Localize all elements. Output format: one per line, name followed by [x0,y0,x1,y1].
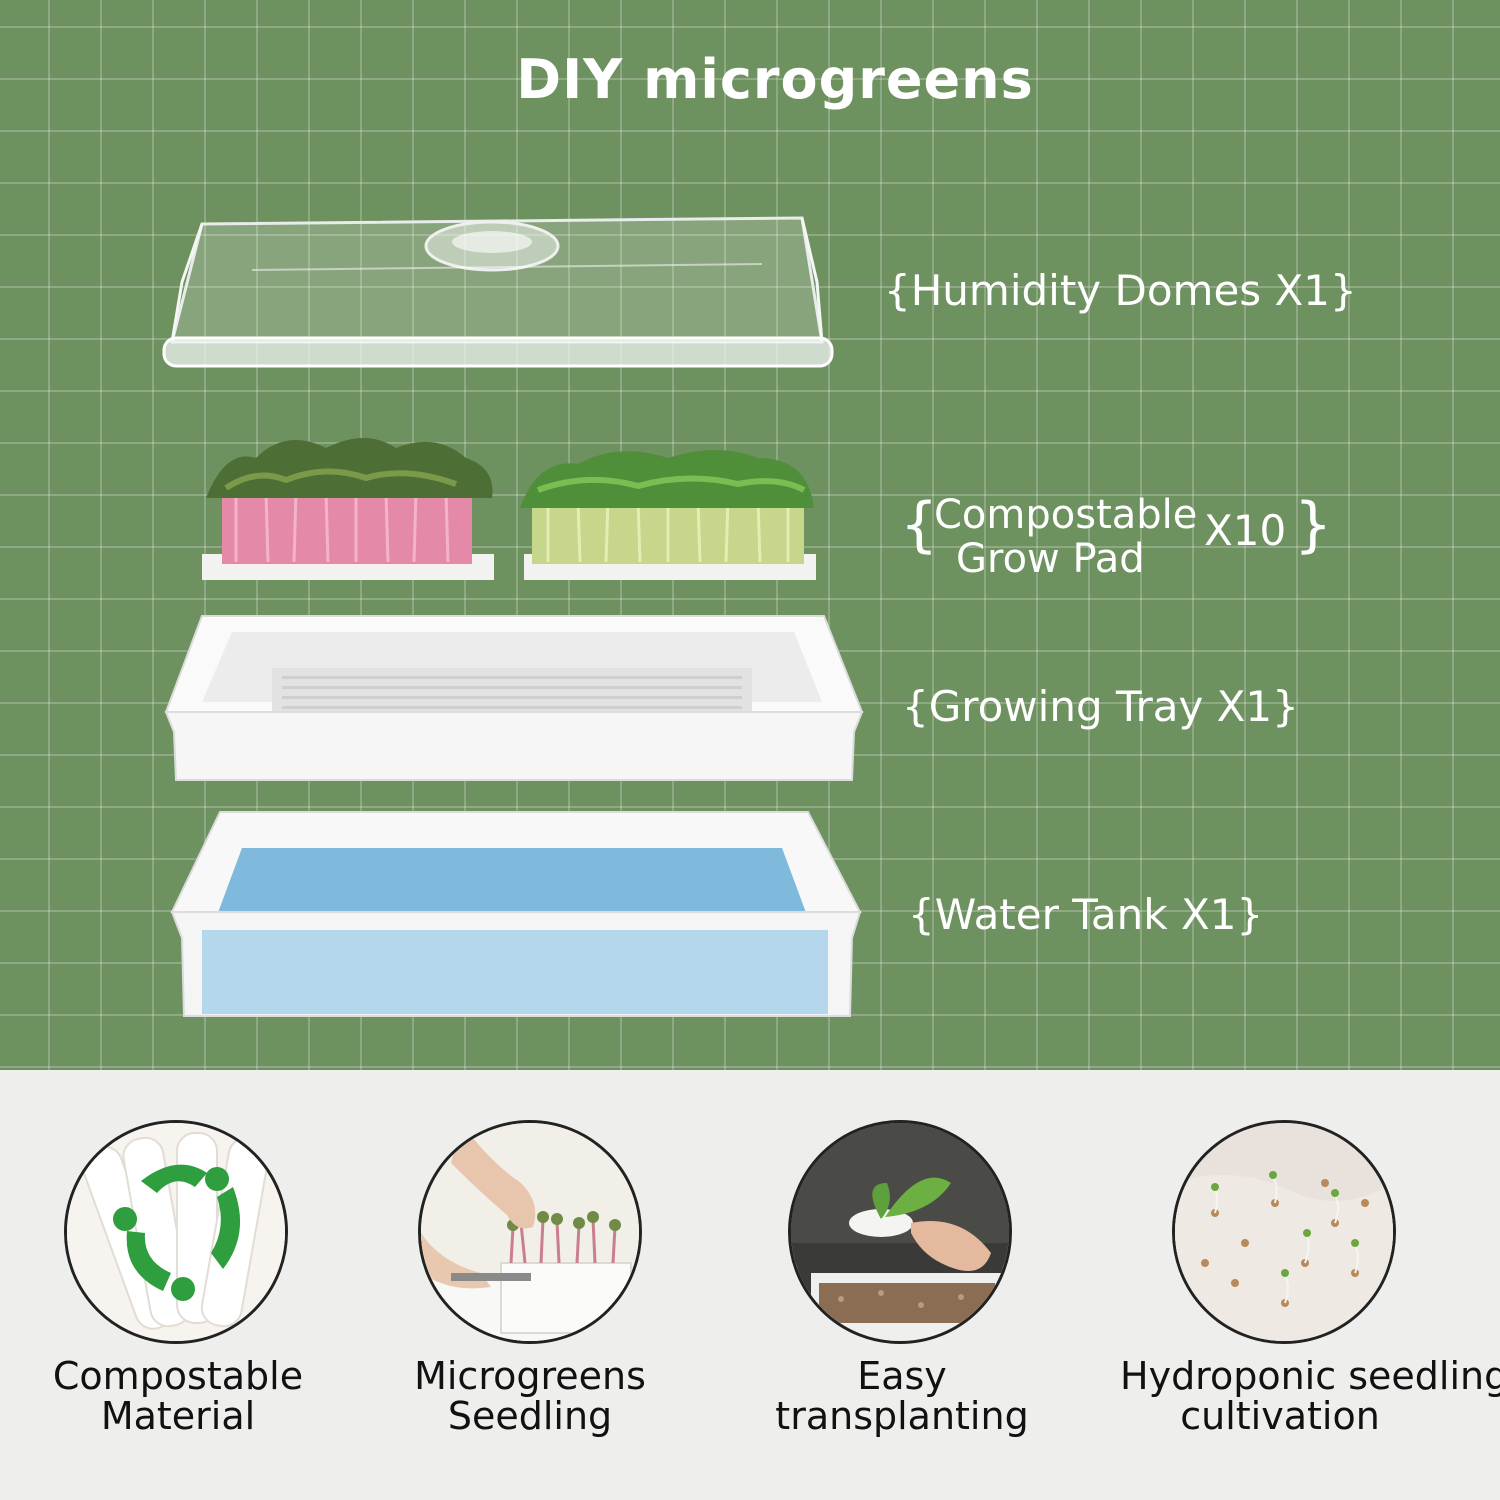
humidity-dome-label: {Humidity Domes X1} [884,266,1357,315]
harvest-photo [418,1120,642,1344]
features-panel: Compostable Material [0,1070,1500,1500]
sprouting-seeds-photo [1172,1120,1396,1344]
water-tank-label: {Water Tank X1} [908,890,1264,939]
red-microgreens-pad-image [202,438,494,580]
brace-close: } [1294,490,1333,560]
grow-pad-quantity: X10 [1204,506,1287,555]
feature-3-line1: Easy [857,1354,947,1398]
feature-3-line2: transplanting [775,1394,1029,1438]
green-microgreens-pad-image [520,450,816,580]
feature-2-line2: Seedling [447,1394,613,1438]
recycle-leaf-icon [64,1120,288,1344]
feature-hydroponic-cultivation: Hydroponic seedling cultivation [1120,1120,1500,1480]
feature-4-line1: Hydroponic seedling [1120,1354,1500,1398]
grow-pad-label-line1: Compostable [934,492,1198,538]
growing-tray-label: {Growing Tray X1} [902,682,1299,731]
feature-4-line2: cultivation [1180,1394,1380,1438]
transplant-photo [788,1120,1012,1344]
water-tank-image [170,811,862,1017]
brace-open: { [900,490,939,560]
feature-easy-transplanting: Easy transplanting [752,1120,1052,1480]
feature-microgreens-seedling: Microgreens Seedling [380,1120,680,1480]
grow-pad-label-line2: Grow Pad [956,536,1145,582]
growing-tray-image [164,615,864,781]
feature-compostable-material: Compostable Material [28,1120,328,1480]
feature-1-line2: Material [100,1394,256,1438]
page-title: DIY microgreens [516,48,1034,111]
feature-2-line1: Microgreens [414,1354,646,1398]
grow-pad-label: { Compostable Grow Pad X10 } [900,490,1332,586]
grid-background: DIY microgreens [0,0,1500,1070]
humidity-dome-image [162,216,834,368]
feature-1-line1: Compostable [52,1354,304,1398]
